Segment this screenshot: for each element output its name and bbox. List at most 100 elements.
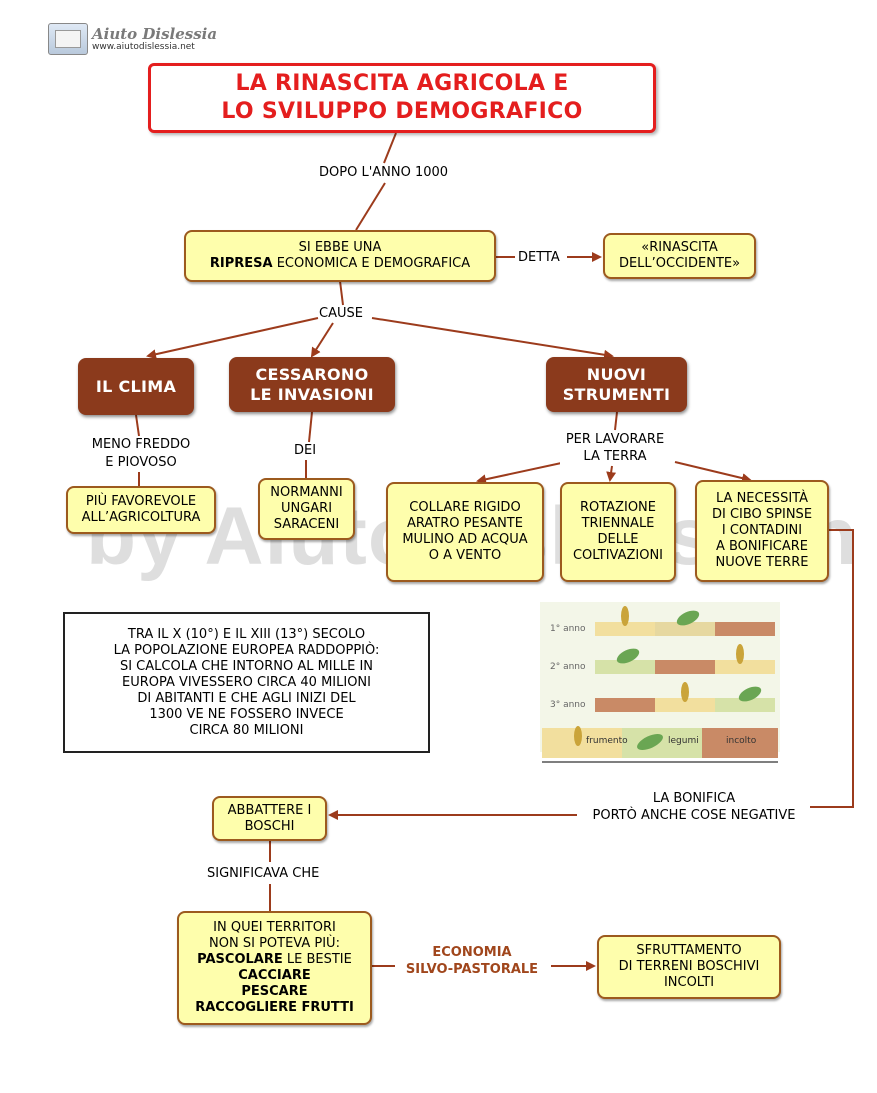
- rotazione-line-2: TRIENNALE: [581, 516, 655, 531]
- sfruttamento-line-1: SFRUTTAMENTO: [636, 943, 742, 958]
- invasioni-line-2: LE INVASIONI: [250, 384, 374, 404]
- territori-line-2: NON SI POTEVA PIÙ:: [209, 936, 340, 951]
- note-line-3: SI CALCOLA CHE INTORNO AL MILLE IN: [119, 658, 374, 674]
- label-detta: DETTA: [518, 250, 560, 266]
- row-1-field-1: [595, 622, 655, 636]
- pascolare-word: PASCOLARE: [197, 952, 283, 967]
- rotazione-line-1: ROTAZIONE: [579, 500, 656, 515]
- favorevole-line-1: PIÙ FAVOREVOLE: [85, 494, 197, 509]
- collare-line-3: MULINO AD ACQUA: [402, 532, 528, 547]
- invasioni-line-1: CESSARONO: [255, 364, 369, 384]
- arrow-per-rotazione: [606, 465, 617, 482]
- arrow-per-collare: [476, 461, 567, 485]
- legend-incolto-swatch: [702, 728, 778, 758]
- note-line-7: CIRCA 80 MILIONI: [189, 722, 304, 738]
- clima-label: IL CLIMA: [95, 376, 177, 396]
- population-note: TRA IL X (10°) E IL XIII (13°) SECOLO LA…: [63, 612, 430, 753]
- line-strumenti-per: [614, 411, 618, 431]
- row-2-label: 2° anno: [550, 662, 586, 672]
- collare-box: COLLARE RIGIDO ARATRO PESANTE MULINO AD …: [386, 482, 544, 582]
- line-clima-meno: [135, 414, 140, 437]
- rotazione-line-3: DELLE: [597, 532, 639, 547]
- abbattere-line-2: BOSCHI: [244, 818, 295, 834]
- legend: frumento legumi incolto: [542, 726, 778, 763]
- territori-line-1: IN QUEI TERRITORI: [213, 920, 336, 935]
- logo-name: Aiuto Dislessia: [92, 24, 218, 43]
- line-ripresa-cause: [339, 280, 344, 306]
- wheat-icon: [574, 726, 582, 746]
- territori-line-4: CACCIARE: [238, 968, 311, 983]
- legend-wheat-swatch: [542, 728, 622, 758]
- note-line-4: EUROPA VIVESSERO CIRCA 40 MILIONI: [122, 674, 371, 690]
- rinascita-line-2: DELL’OCCIDENTE»: [618, 256, 741, 271]
- main-title: LA RINASCITA AGRICOLA E LO SVILUPPO DEMO…: [148, 63, 656, 133]
- line-necessita-bonifica: [807, 529, 854, 808]
- invasori-line-1: NORMANNI: [270, 485, 343, 500]
- note-line-5: DI ABITANTI E CHE AGLI INIZI DEL: [137, 690, 356, 706]
- invasori-line-3: SARACENI: [273, 517, 340, 532]
- territori-box: IN QUEI TERRITORI NON SI POTEVA PIÙ: PAS…: [177, 911, 372, 1025]
- cause-clima: IL CLIMA: [78, 358, 194, 415]
- line-invasioni-dei: [308, 411, 313, 443]
- row-2: 2° anno: [550, 644, 775, 674]
- necessita-line-5: NUOVE TERRE: [715, 555, 809, 570]
- sfruttamento-line-2: DI TERRENI BOSCHIVI: [618, 959, 760, 974]
- rinascita-line-1: «RINASCITA: [641, 240, 718, 255]
- favorevole-box: PIÙ FAVOREVOLE ALL’AGRICOLTURA: [66, 486, 216, 534]
- strumenti-line-2: STRUMENTI: [562, 384, 671, 404]
- economia-line-2: SILVO-PASTORALE: [405, 962, 539, 977]
- arrow-cause-clima: [146, 317, 319, 360]
- invasori-line-2: UNGARI: [280, 501, 333, 516]
- economia-line-1: ECONOMIA: [432, 945, 512, 960]
- note-line-1: TRA IL X (10°) E IL XIII (13°) SECOLO: [127, 626, 366, 642]
- meno-line-1: MENO FREDDO: [91, 437, 191, 452]
- label-dei: DEI: [294, 443, 317, 459]
- rotation-illustration: 1° anno 2° anno 3° anno: [540, 602, 780, 763]
- collare-line-1: COLLARE RIGIDO: [409, 500, 521, 515]
- line-title-dopo: [383, 132, 397, 164]
- rinascita-box: «RINASCITA DELL’OCCIDENTE»: [603, 233, 756, 279]
- collare-line-2: ARATRO PESANTE: [407, 516, 523, 531]
- legend-legumi: legumi: [668, 736, 699, 746]
- necessita-line-2: DI CIBO SPINSE: [711, 507, 813, 522]
- ripresa-line-1: SI EBBE UNA: [298, 240, 382, 255]
- line-dopo-ripresa: [355, 182, 386, 231]
- label-economia: ECONOMIA SILVO-PASTORALE: [394, 944, 550, 978]
- ripresa-box: SI EBBE UNA RIPRESA ECONOMICA E DEMOGRAF…: [184, 230, 496, 282]
- necessita-box: LA NECESSITÀ DI CIBO SPINSE I CONTADINI …: [695, 480, 829, 582]
- label-meno-freddo: MENO FREDDO E PIOVOSO: [86, 436, 196, 472]
- legend-incolto: incolto: [726, 736, 757, 746]
- row-2-field-1: [595, 660, 655, 674]
- rotazione-box: ROTAZIONE TRIENNALE DELLE COLTIVAZIONI: [560, 482, 676, 582]
- row-2-field-2: [655, 660, 715, 674]
- label-cause: CAUSE: [319, 306, 363, 322]
- wheat-icon: [621, 606, 629, 626]
- cause-invasioni: CESSARONO LE INVASIONI: [229, 357, 395, 412]
- favorevole-line-2: ALL’AGRICOLTURA: [81, 510, 201, 525]
- ripresa-bold: RIPRESA: [209, 256, 273, 271]
- row-2-field-3: [715, 660, 775, 674]
- pea-pod-icon: [637, 733, 663, 751]
- per-line-1: PER LAVORARE: [565, 432, 665, 447]
- per-line-2: LA TERRA: [583, 449, 647, 464]
- note-line-2: LA POPOLAZIONE EUROPEA RADDOPPIÒ:: [113, 642, 380, 658]
- abbattere-box: ABBATTERE I BOSCHI: [212, 796, 327, 841]
- cause-strumenti: NUOVI STRUMENTI: [546, 357, 687, 412]
- row-3-field-2: [655, 698, 715, 712]
- arrow-cause-strumenti: [371, 317, 614, 360]
- pea-pod-icon: [616, 648, 640, 664]
- territori-line-3: PASCOLARE LE BESTIE: [197, 952, 352, 968]
- label-dopo: DOPO L'ANNO 1000: [319, 165, 449, 181]
- wheat-icon: [736, 644, 744, 664]
- legend-frumento: frumento: [586, 736, 628, 746]
- row-3-field-1: [595, 698, 655, 712]
- wheat-icon: [681, 682, 689, 702]
- territori-line-5: PESCARE: [241, 984, 308, 999]
- necessita-line-1: LA NECESSITÀ: [716, 491, 808, 506]
- sfruttamento-box: SFRUTTAMENTO DI TERRENI BOSCHIVI INCOLTI: [597, 935, 781, 999]
- bestie-word: LE BESTIE: [282, 952, 352, 967]
- arrow-per-necessita: [674, 461, 752, 483]
- book-icon: [48, 23, 88, 55]
- sfruttamento-line-3: INCOLTI: [663, 975, 715, 990]
